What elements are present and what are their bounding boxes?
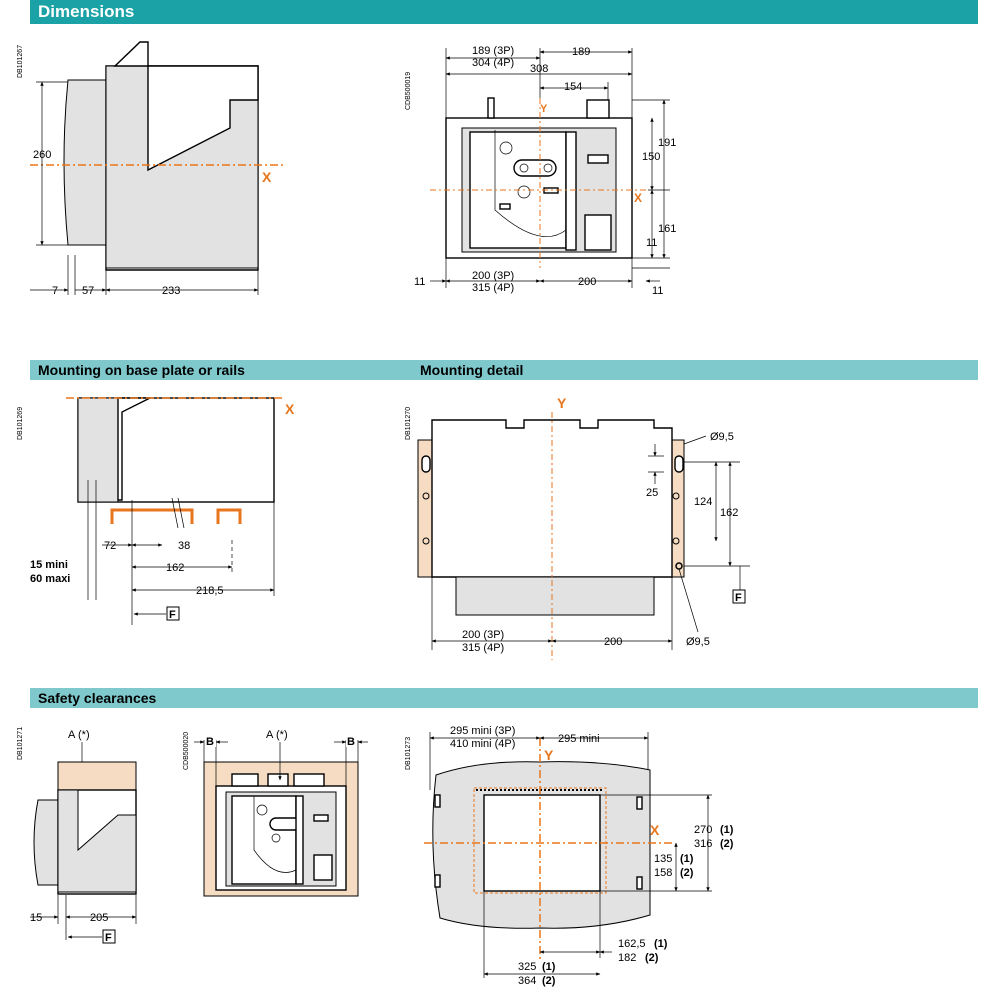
- mounting-diagram: DB101269 X 72 38 15 mini 60 maxi 162 218…: [17, 397, 295, 625]
- dim-189-3p: 189 (3P): [472, 45, 514, 57]
- section-title-safety: Safety clearances: [30, 688, 978, 708]
- y-axis-label: Y: [557, 395, 567, 411]
- dim-295-mini: 295 mini: [558, 733, 600, 745]
- dim-162: 162: [720, 507, 738, 519]
- drawing-code: DB101269: [17, 407, 24, 440]
- clearance-a-label: A: [266, 729, 274, 741]
- dim-25: 25: [646, 487, 658, 499]
- dim-316: 316: [694, 838, 712, 850]
- dim-270: 270: [694, 824, 712, 836]
- dim-200: 200: [604, 636, 622, 648]
- dim-7: 7: [52, 285, 58, 297]
- y-axis-label: Y: [540, 103, 548, 115]
- dim-200-3p: 200 (3P): [472, 270, 514, 282]
- note-2: (2): [680, 867, 694, 879]
- section-title-mounting: Mounting on base plate or rails: [30, 360, 420, 380]
- x-axis-label: X: [650, 822, 660, 838]
- dim-308: 308: [530, 63, 548, 75]
- dim-189: 189: [572, 46, 590, 58]
- dim-325: 325: [518, 961, 536, 973]
- front-view-diagram: CDB500019 Y X 189 (3P) 304 (4P) 189 308 …: [405, 45, 676, 297]
- dim-218-5: 218,5: [196, 585, 224, 597]
- dim-162: 162: [166, 562, 184, 574]
- dim-15: 15: [30, 912, 42, 924]
- clearance-zone: [57, 761, 137, 791]
- dim-dia-9-5-bottom: Ø9,5: [686, 636, 710, 648]
- dim-154: 154: [564, 81, 582, 93]
- drawing-code: DB101271: [17, 727, 24, 760]
- clearance-a-note: (*): [78, 729, 90, 741]
- dim-315-4p: 315 (4P): [472, 282, 514, 294]
- drawing-code: DB101267: [17, 45, 24, 78]
- section-title-mounting-detail: Mounting detail: [412, 360, 978, 380]
- dim-38: 38: [178, 540, 190, 552]
- dim-15-mini: 15 mini: [30, 559, 68, 571]
- f-marker: F: [105, 932, 112, 944]
- dim-135: 135: [654, 853, 672, 865]
- note-2: (2): [720, 838, 734, 850]
- drawing-code: CDB500020: [183, 732, 190, 770]
- dim-200-3p: 200 (3P): [462, 629, 504, 641]
- dim-162-5: 162,5: [618, 938, 646, 950]
- clearance-a-label: A: [68, 729, 76, 741]
- x-axis-label: X: [285, 401, 295, 417]
- x-axis-label: X: [262, 169, 272, 185]
- x-axis-label: X: [634, 191, 642, 205]
- dim-205: 205: [90, 912, 108, 924]
- handle: [113, 41, 149, 67]
- breaker-top: [147, 65, 259, 172]
- mounting-detail-diagram: DB101270 Y Ø9,5 25 124 162 F 200: [405, 395, 750, 660]
- rail-2: [216, 508, 242, 524]
- dim-dia-9-5-top: Ø9,5: [710, 431, 734, 443]
- safety-side-diagram: DB101271 A (*) 15 205 F: [17, 727, 137, 944]
- dim-295-mini-3p: 295 mini (3P): [450, 725, 515, 737]
- clearance-b-left: B: [206, 736, 214, 748]
- dim-191: 191: [658, 137, 676, 149]
- clearance-a-note: (*): [276, 729, 288, 741]
- drawing-code: DB101270: [405, 407, 412, 440]
- safety-cutout-diagram: DB101273 Y X 295 mini (3P) 410 mini (4P)…: [405, 725, 734, 987]
- rail-1: [110, 508, 194, 524]
- dim-260: 260: [33, 149, 51, 161]
- dim-124: 124: [694, 496, 712, 508]
- side-view-diagram: DB101267 X 260 7 57 233: [17, 41, 285, 297]
- note-1: (1): [542, 961, 556, 973]
- dim-304-4p: 304 (4P): [472, 57, 514, 69]
- dim-11-right: 11: [652, 285, 663, 297]
- dim-364: 364: [518, 975, 536, 987]
- dim-11-h: 11: [646, 237, 657, 249]
- note-2: (2): [645, 952, 659, 964]
- dim-161: 161: [658, 223, 676, 235]
- dim-60-maxi: 60 maxi: [30, 573, 70, 585]
- dim-200: 200: [578, 276, 596, 288]
- dim-182: 182: [618, 952, 636, 964]
- dim-233: 233: [162, 285, 180, 297]
- front-face: [63, 79, 107, 246]
- dim-315-4p: 315 (4P): [462, 642, 504, 654]
- section-title-dimensions: Dimensions: [30, 0, 978, 24]
- drawing-code: DB101273: [405, 737, 412, 770]
- drawing-code: CDB500019: [405, 72, 412, 110]
- dim-72: 72: [104, 540, 116, 552]
- dim-158: 158: [654, 867, 672, 879]
- safety-front-diagram: CDB500020 B B A (*): [183, 729, 368, 897]
- note-1: (1): [720, 824, 734, 836]
- note-2: (2): [542, 975, 556, 987]
- clearance-b-right: B: [347, 736, 355, 748]
- note-1: (1): [654, 938, 668, 950]
- dim-150: 150: [642, 151, 660, 163]
- note-1: (1): [680, 853, 694, 865]
- y-axis-label: Y: [544, 747, 554, 763]
- f-marker: F: [735, 592, 742, 604]
- f-marker: F: [169, 609, 176, 621]
- base-plate: [455, 576, 655, 616]
- dim-57: 57: [82, 285, 94, 297]
- dim-11-left: 11: [414, 276, 425, 288]
- dim-410-mini-4p: 410 mini (4P): [450, 738, 515, 750]
